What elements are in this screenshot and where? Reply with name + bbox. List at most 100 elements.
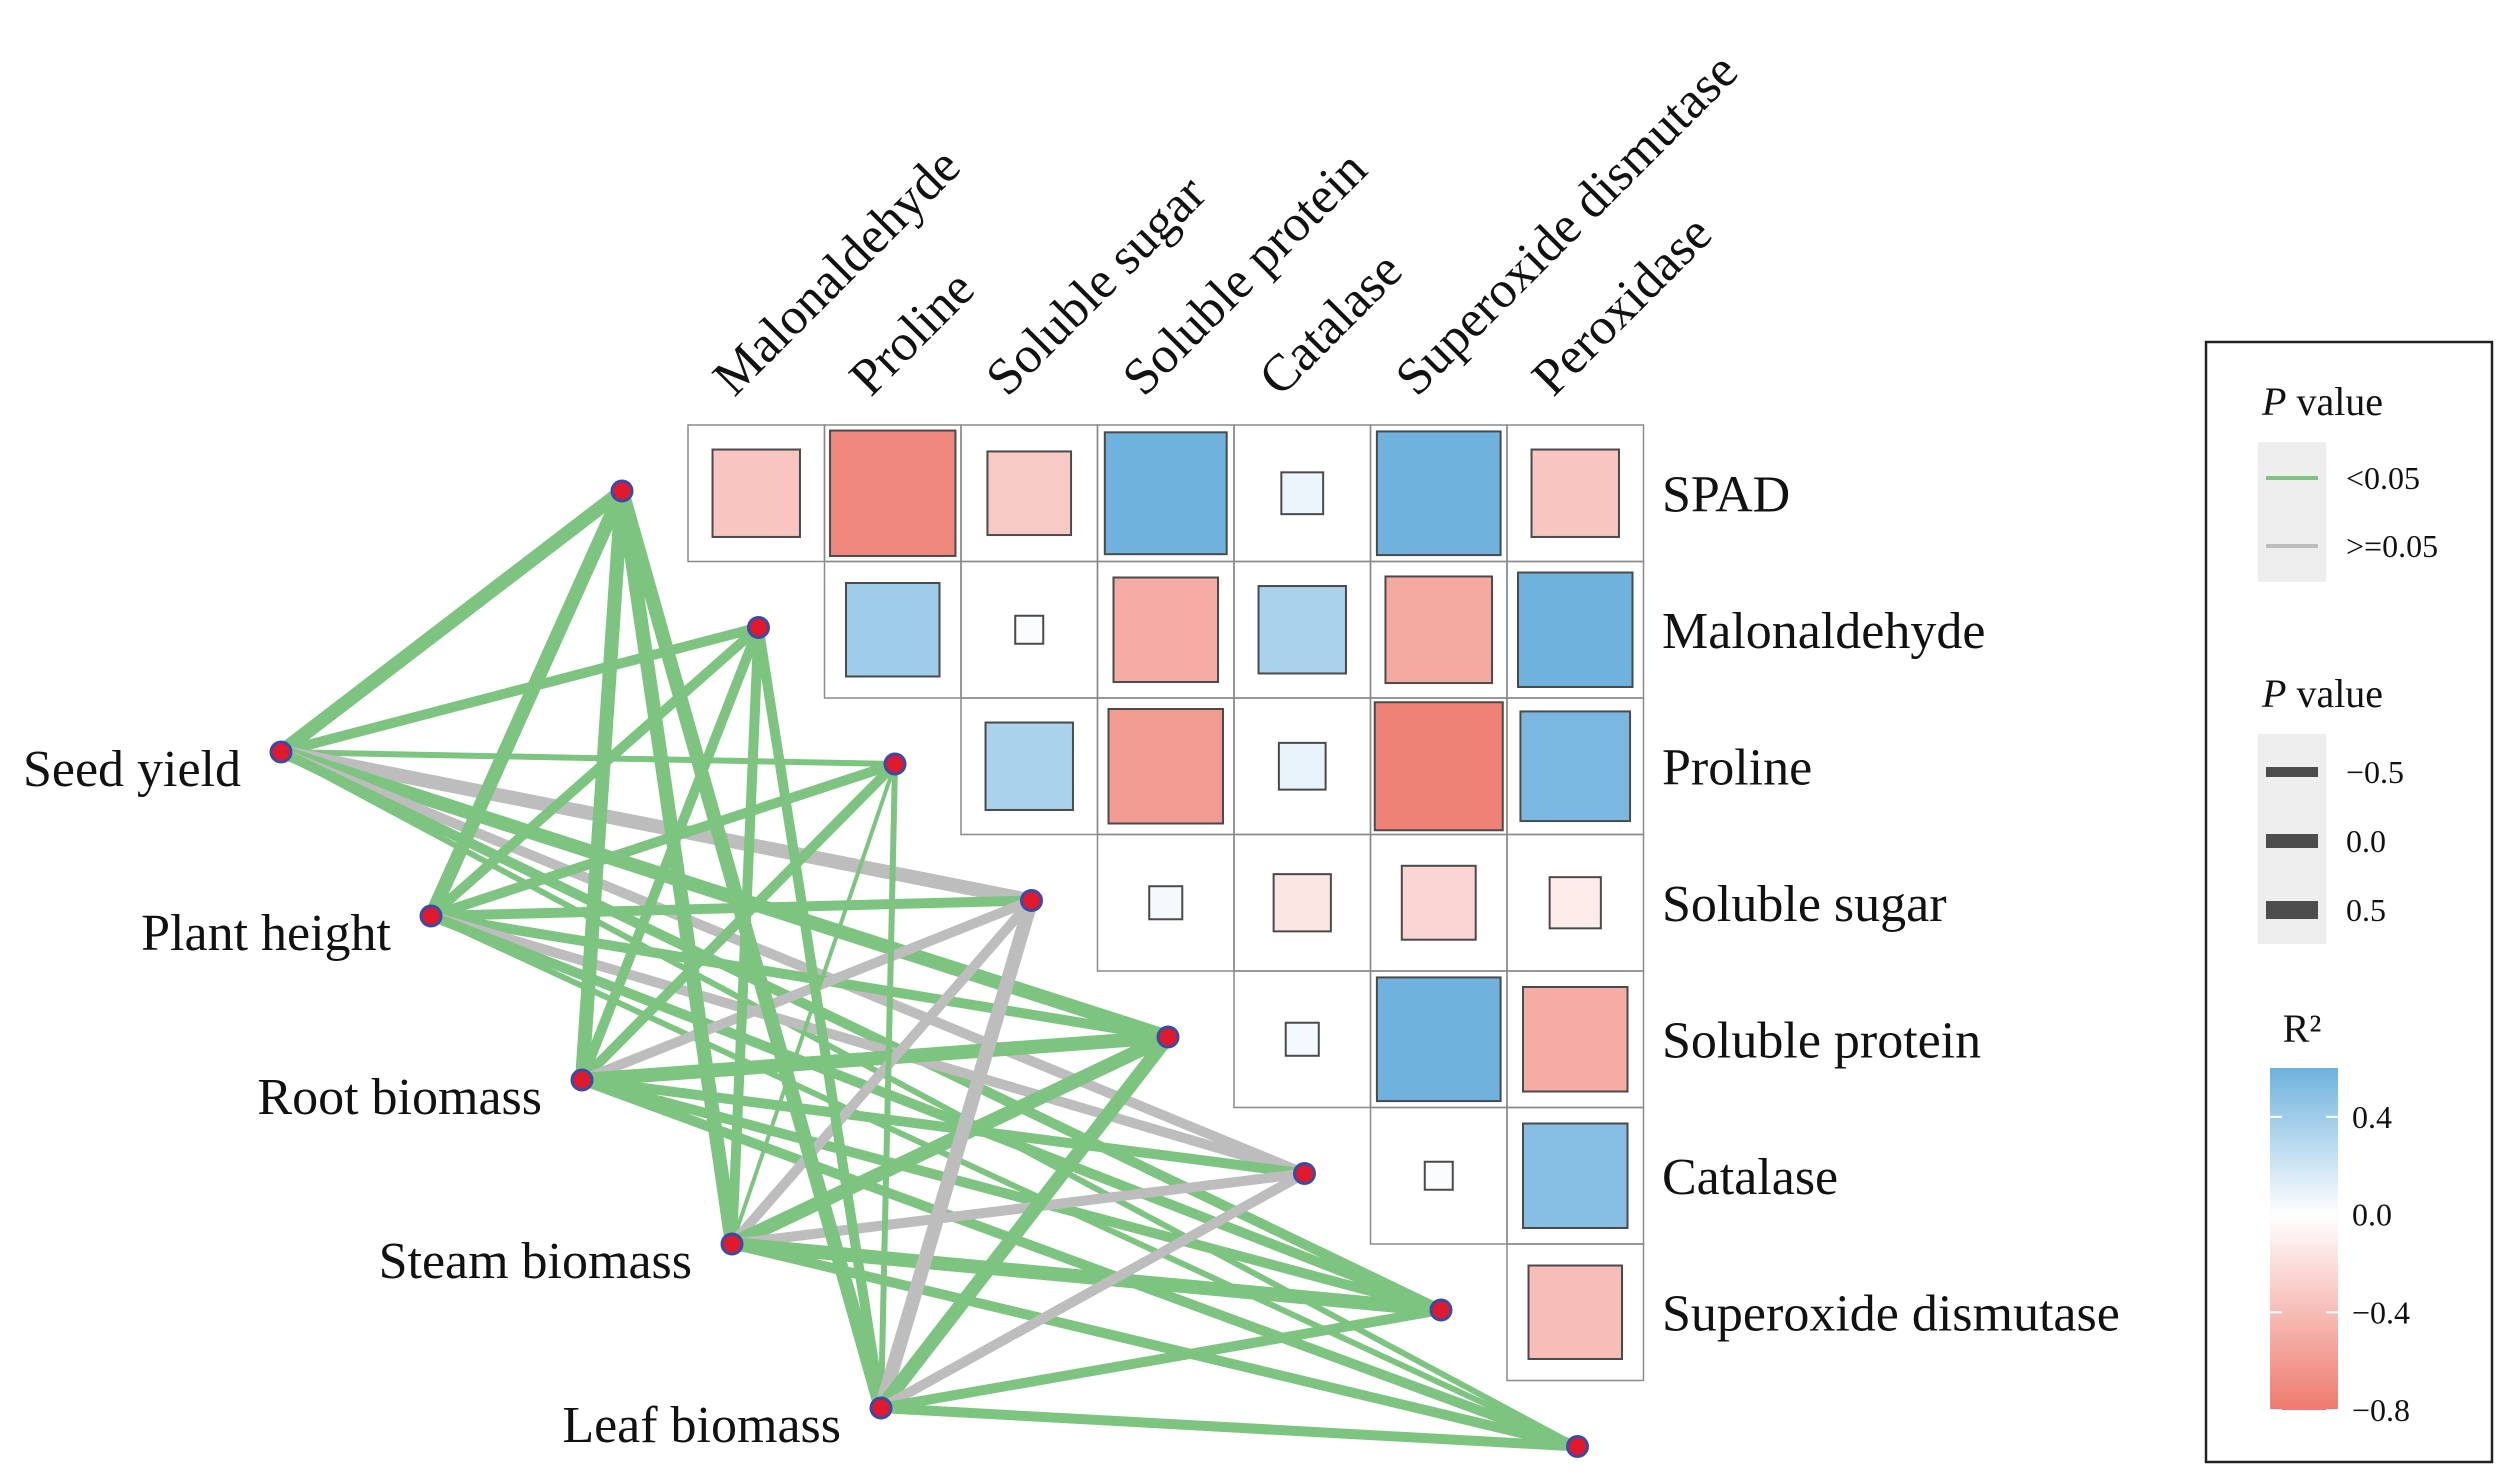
row-label-malonaldehyde: Malonaldehyde [1662,603,1985,660]
edge-leaf-biomass-to-peroxidase [876,1403,1583,1452]
cell-spad-proline [829,429,957,557]
cell-proline-catalase [1277,741,1327,791]
cell-spad-peroxidase [1530,448,1620,538]
cell-proline-peroxidase [1519,710,1632,823]
edge-leaf-biomass-to-soluble-protein [874,1030,1175,1415]
row-label-soluble-protein: Soluble protein [1662,1012,1981,1069]
row-label-proline: Proline [1662,739,1812,796]
legend-width-label-0: −0.5 [2346,754,2404,790]
source-label-root-biomass: Root biomass [257,1069,542,1126]
node-source-plant-height [419,904,443,928]
source-label-plant-height: Plant height [141,905,391,962]
edge-steam-biomass-to-soluble-sugar [727,895,1037,1249]
node-target-soluble-protein [1156,1025,1180,1049]
cell-spad-superoxide-dismutase [1375,430,1502,557]
node-target-soluble-sugar [1020,889,1043,912]
legend-r2-tick-label-0-0: 0.0 [2352,1197,2392,1233]
edge-plant-height-to-soluble-sugar [426,895,1037,921]
edge-root-biomass-to-catalase [577,1075,1310,1179]
edge-seed-yield-to-peroxidase [278,749,1581,1450]
column-label-soluble-protein: Soluble protein [1112,140,1378,406]
node-source-leaf-biomass [869,1396,893,1420]
heatmap-grid [687,424,1645,1382]
edge-leaf-biomass-to-superoxide-dismutase [876,1305,1446,1413]
cell-soluble-sugar-catalase [1272,873,1332,933]
network-edges [274,484,1583,1452]
cell-soluble-protein-superoxide-dismutase [1375,976,1502,1103]
edge-root-biomass-to-peroxidase [577,1075,1583,1452]
cell-malonaldehyde-proline [845,582,941,678]
column-label-malonaldehyde: Malonaldehyde [702,137,971,406]
cell-malonaldehyde-soluble-protein [1112,576,1220,684]
edge-seed-yield-to-superoxide-dismutase [276,747,1446,1315]
node-target-superoxide-dismutase [1429,1298,1453,1322]
row-label-soluble-sugar: Soluble sugar [1662,876,1947,933]
cell-malonaldehyde-superoxide-dismutase [1384,575,1494,685]
edge-leaf-biomass-to-malonaldehyde [753,622,886,1413]
legend-r2-tick-label-neg-0-4: −0.4 [2352,1294,2410,1330]
edge-leaf-biomass-to-catalase [876,1168,1310,1413]
cell-proline-superoxide-dismutase [1373,701,1504,832]
edge-seed-yield-to-soluble-sugar [274,745,1039,908]
edge-root-biomass-to-soluble-sugar [577,895,1037,1085]
cell-spad-malonaldehyde [711,448,801,538]
edge-steam-biomass-to-soluble-protein [725,1030,1175,1251]
edge-seed-yield-to-spad [274,484,629,759]
node-source-seed-yield [269,740,293,764]
legend-pvalue-color-key-bg [2258,442,2326,582]
node-target-catalase [1293,1162,1316,1185]
edge-seed-yield-to-catalase [276,747,1310,1179]
cell-malonaldehyde-soluble-sugar [1014,614,1045,645]
edge-leaf-biomass-to-proline [878,761,898,1411]
edge-steam-biomass-to-peroxidase [727,1239,1583,1452]
legend-label-nonsignificant: >=0.05 [2346,528,2438,564]
node-target-spad [610,479,634,503]
cell-proline-soluble-protein [1107,708,1224,825]
edge-leaf-biomass-to-spad [615,484,888,1415]
legend: P value<0.05>=0.05P value−0.50.00.5R²0.4… [2204,340,2494,1464]
legend-pvalue-width-title: P value [2261,671,2383,716]
edge-root-biomass-to-superoxide-dismutase [577,1075,1446,1315]
cell-malonaldehyde-peroxidase [1517,571,1634,688]
edge-plant-height-to-malonaldehyde [426,622,764,921]
cell-soluble-protein-peroxidase [1521,985,1629,1093]
source-label-leaf-biomass: Leaf biomass [562,1397,841,1454]
source-label-seed-yield: Seed yield [23,741,241,798]
node-source-steam-biomass [720,1232,744,1256]
source-label-steam-biomass: Steam biomass [379,1233,692,1290]
edge-root-biomass-to-soluble-protein [575,1030,1175,1087]
legend-label-significant: <0.05 [2346,460,2420,496]
cell-spad-soluble-sugar [986,450,1073,537]
edge-leaf-biomass-to-soluble-sugar [874,893,1039,1415]
cell-soluble-sugar-peroxidase [1548,876,1602,930]
edge-plant-height-to-catalase [426,911,1310,1179]
legend-r2-title: R² [2283,1006,2322,1051]
edge-plant-height-to-superoxide-dismutase [426,911,1446,1315]
heatmap-cells [711,429,1634,1360]
cell-soluble-sugar-soluble-protein [1148,885,1184,921]
legend-r2-tick-label-neg-0-8: −0.8 [2352,1392,2410,1428]
edge-plant-height-to-soluble-protein [426,911,1173,1042]
legend-r2-tick-label-0-4: 0.4 [2352,1099,2392,1135]
edge-plant-height-to-peroxidase [428,913,1581,1450]
edge-steam-biomass-to-spad [615,484,739,1251]
cell-soluble-sugar-superoxide-dismutase [1400,864,1477,941]
row-label-spad: SPAD [1662,466,1790,523]
node-target-malonaldehyde [747,616,770,639]
legend-frame [2204,340,2494,1464]
cell-soluble-protein-catalase [1284,1021,1320,1057]
legend-pvalue-color-title: P value [2261,379,2383,424]
edge-seed-yield-to-soluble-protein [274,745,1175,1044]
edge-steam-biomass-to-superoxide-dismutase [725,1237,1448,1317]
legend-r2-colorbar [2270,1068,2338,1410]
node-target-proline [883,752,907,776]
cell-spad-soluble-protein [1103,431,1228,556]
grid-cell-superoxide-dismutase-peroxidase [1506,1243,1645,1382]
legend-width-label-1: 0.0 [2346,823,2386,859]
row-label-catalase: Catalase [1662,1149,1838,1206]
cell-superoxide-dismutase-peroxidase [1527,1264,1623,1360]
network-nodes [269,479,1589,1458]
node-source-root-biomass [570,1068,594,1092]
